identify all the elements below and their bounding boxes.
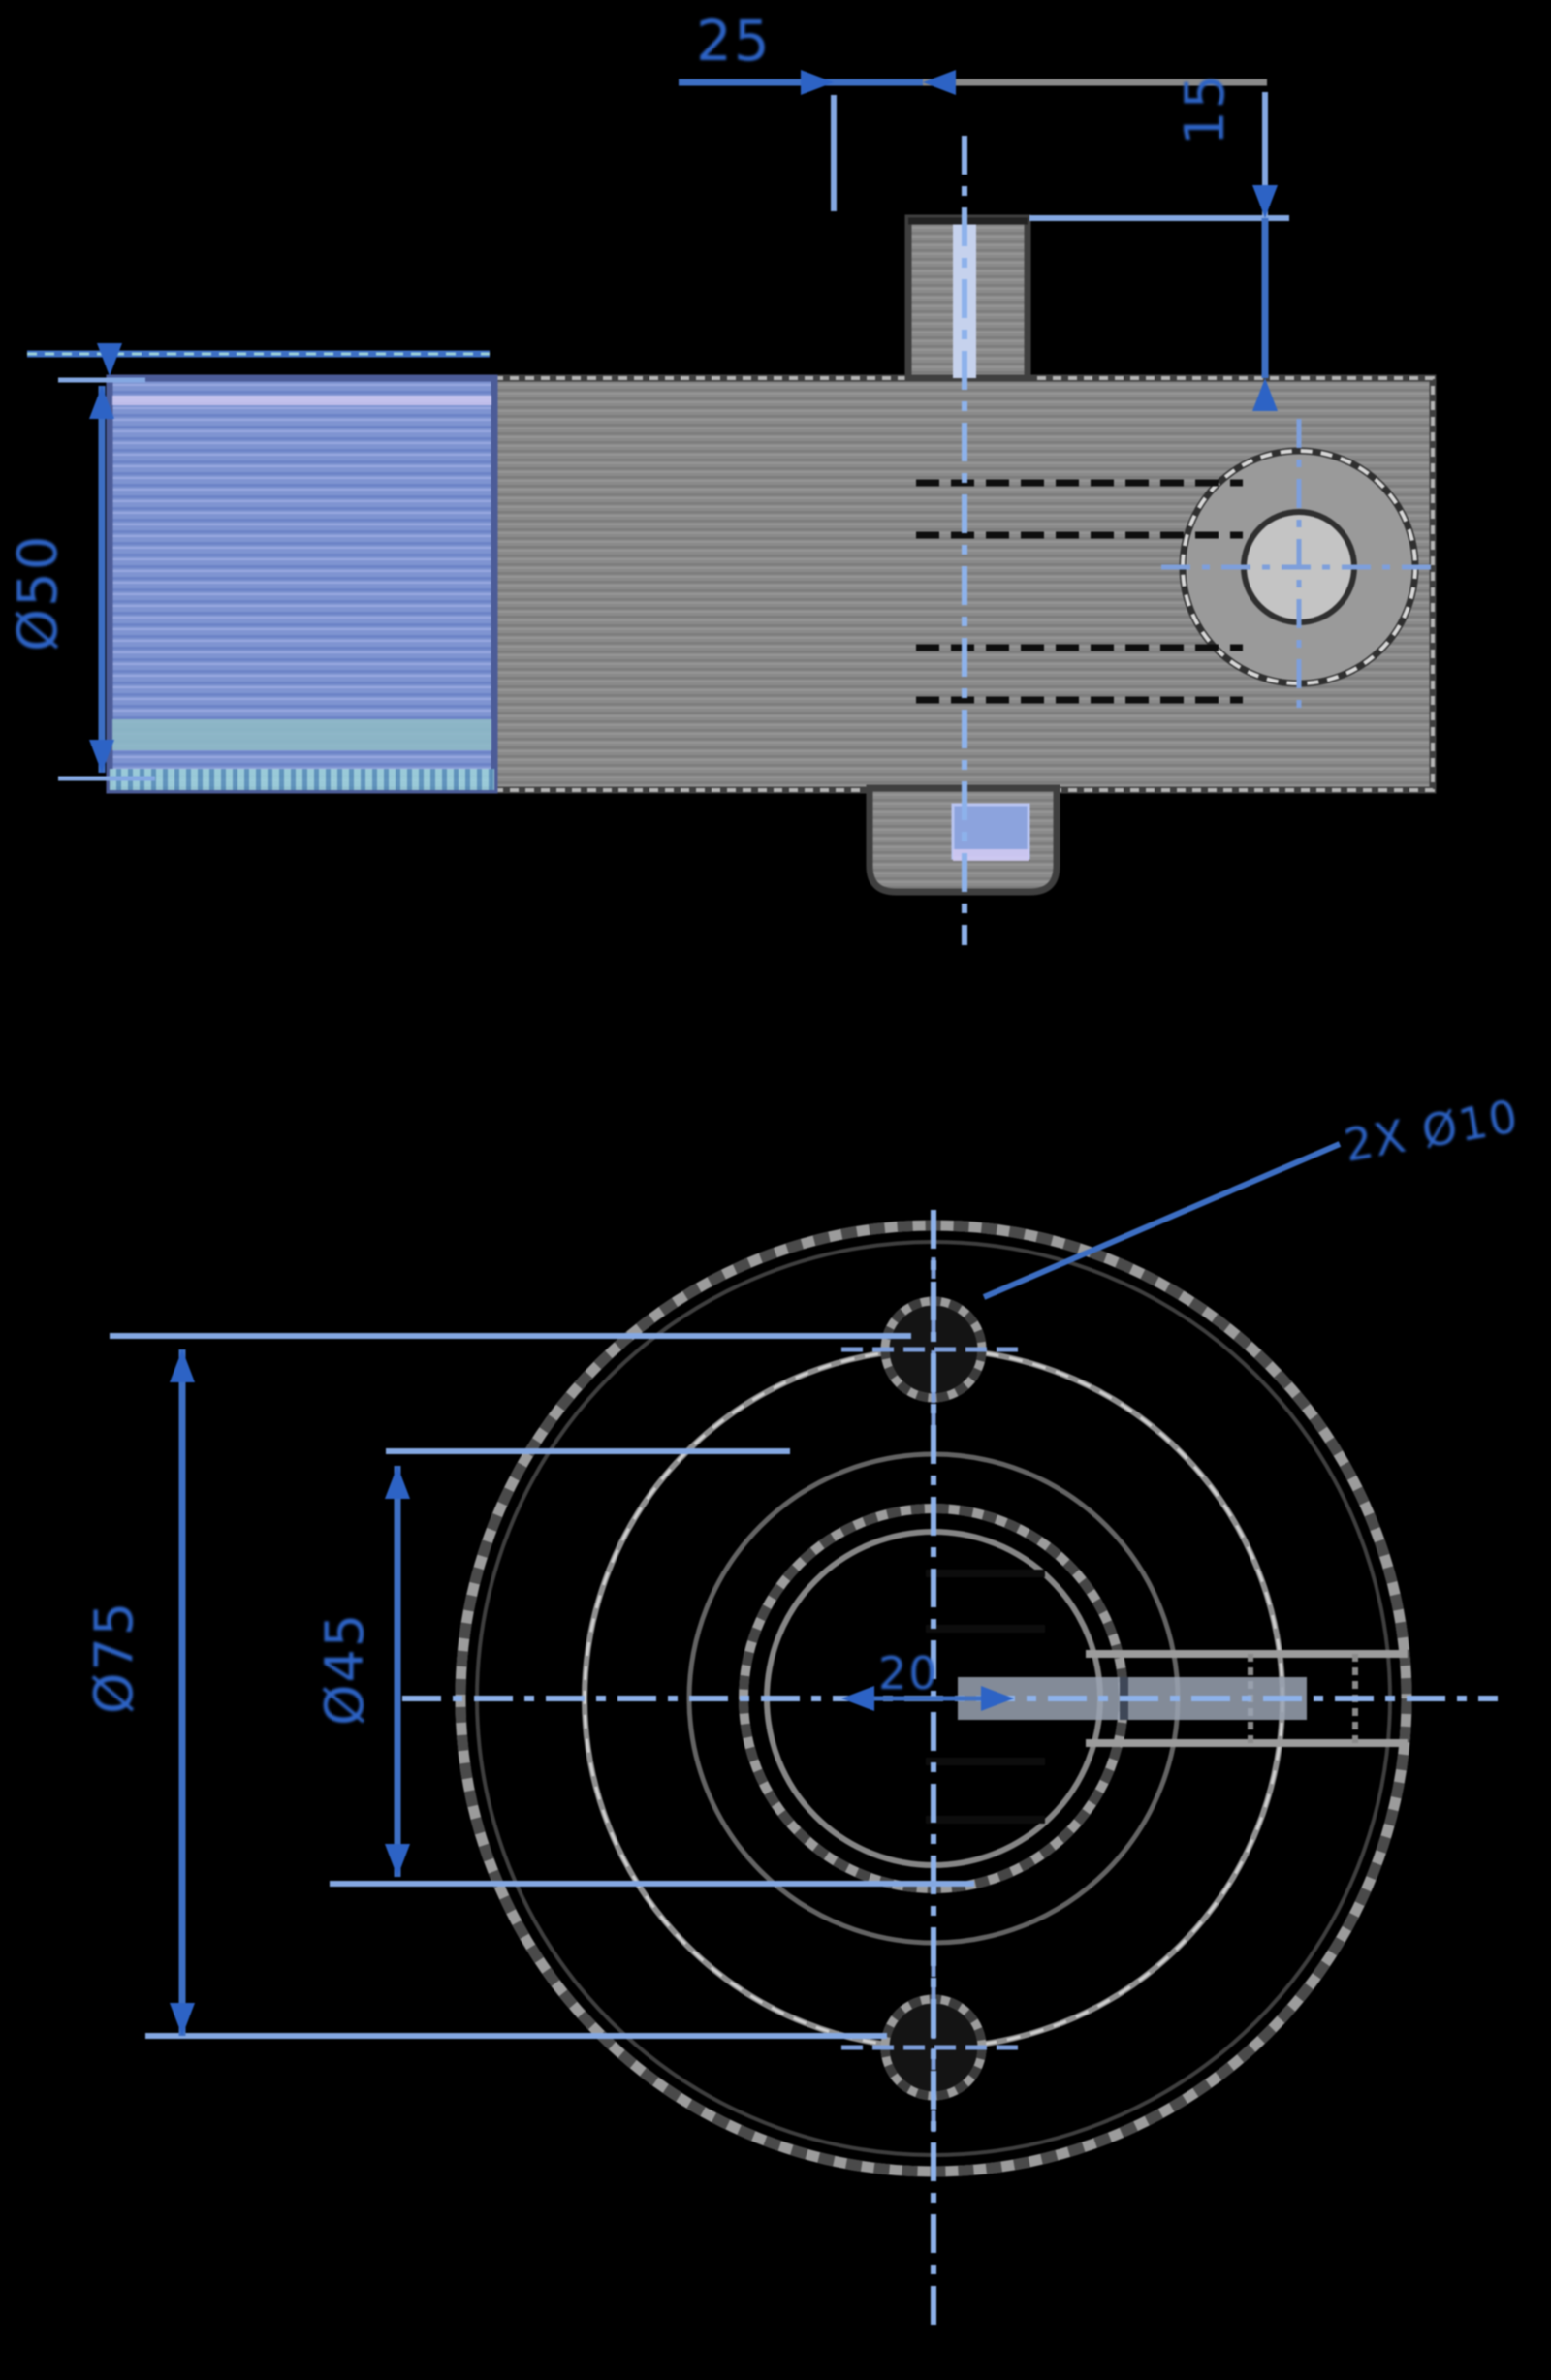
dimension-text-mid-span[interactable]: Ø45 bbox=[314, 1612, 375, 1726]
arrowhead-down-icon bbox=[89, 740, 114, 773]
arrowhead-up-icon bbox=[89, 386, 114, 419]
dimension-text-bore[interactable]: 20 bbox=[878, 1647, 939, 1699]
arrowhead-right-icon bbox=[801, 70, 834, 95]
hidden-bore-lines bbox=[916, 479, 1243, 704]
arrowhead-left-icon bbox=[923, 70, 956, 95]
flange-accent-teal bbox=[112, 719, 491, 750]
dimension-flange-height: Ø50 bbox=[7, 377, 155, 781]
arrowhead-left-icon bbox=[841, 1686, 874, 1711]
front-section-view: Ø50 25 15 bbox=[7, 8, 1437, 945]
dimension-bore: 20 bbox=[841, 1647, 1014, 1711]
dimension-text-bolt-spacing[interactable]: Ø75 bbox=[83, 1601, 144, 1714]
arrowhead-up-icon bbox=[385, 1466, 410, 1499]
bolt-hole-callout: 2X Ø10 bbox=[982, 1090, 1524, 1300]
bore-hidden-segments bbox=[926, 1570, 1045, 1824]
dimension-boss-offset: 25 bbox=[679, 8, 1267, 211]
dimension-bolt-spacing: Ø75 bbox=[83, 1333, 911, 2039]
arrowhead-down-icon bbox=[1252, 378, 1278, 411]
dimension-text-hole-callout[interactable]: 2X Ø10 bbox=[1341, 1090, 1524, 1172]
flange-bottom-edge bbox=[110, 769, 494, 790]
bottom-boss-hole-accent bbox=[953, 849, 1029, 861]
dimension-mid-span: Ø45 bbox=[314, 1448, 974, 1887]
arrowhead-right-icon bbox=[981, 1686, 1014, 1711]
dimension-text-flange-height[interactable]: Ø50 bbox=[7, 534, 70, 651]
dimension-flange-width bbox=[27, 343, 490, 376]
dimension-text-boss-height[interactable]: 15 bbox=[1174, 73, 1237, 145]
arrowhead-up-icon bbox=[1252, 185, 1278, 218]
dimension-boss-height: 15 bbox=[1029, 73, 1289, 411]
arrowhead-down-icon bbox=[97, 343, 122, 376]
dimension-text-boss-offset[interactable]: 25 bbox=[696, 8, 772, 74]
end-view: Ø75 Ø45 20 2X Ø10 bbox=[83, 1090, 1523, 2334]
arrowhead-down-icon bbox=[385, 1844, 410, 1877]
arrowhead-up-icon bbox=[170, 1349, 195, 1382]
arrowhead-down-icon bbox=[170, 2003, 195, 2036]
flange-accent-lavender bbox=[112, 396, 491, 405]
